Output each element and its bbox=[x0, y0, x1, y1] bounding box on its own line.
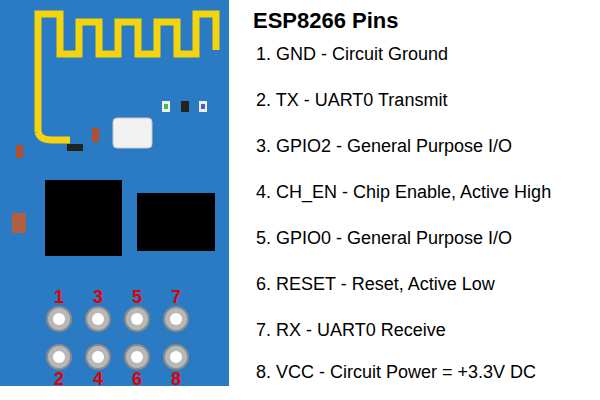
led bbox=[201, 104, 205, 109]
pin-number: 5 bbox=[132, 287, 142, 308]
pin-number: 2 bbox=[54, 369, 64, 390]
led bbox=[199, 101, 207, 112]
resistor bbox=[181, 101, 189, 112]
capacitor bbox=[92, 128, 99, 142]
antenna-trace bbox=[38, 14, 216, 132]
capacitor bbox=[16, 145, 23, 158]
pin-number: 1 bbox=[54, 287, 64, 308]
pin-description: 4. CH_EN - Chip Enable, Active High bbox=[256, 182, 551, 203]
antenna-feed bbox=[38, 132, 70, 140]
crystal bbox=[113, 118, 152, 148]
circuit-board bbox=[0, 0, 229, 386]
pin-description: 1. GND - Circuit Ground bbox=[256, 44, 448, 65]
capacitor bbox=[12, 213, 26, 233]
pin-description: 8. VCC - Circuit Power = +3.3V DC bbox=[256, 362, 536, 383]
pin-number: 8 bbox=[171, 369, 181, 390]
pin-description: 5. GPIO0 - General Purpose I/O bbox=[256, 228, 512, 249]
flash-chip bbox=[45, 180, 122, 256]
pin-description: 7. RX - UART0 Receive bbox=[256, 320, 446, 341]
pin-number: 3 bbox=[93, 287, 103, 308]
pin-description: 2. TX - UART0 Transmit bbox=[256, 90, 447, 111]
diagram-title: ESP8266 Pins bbox=[253, 8, 399, 33]
pin-number: 7 bbox=[171, 287, 181, 308]
pin-number: 6 bbox=[132, 369, 142, 390]
header-pins bbox=[47, 307, 188, 369]
pin-description: 6. RESET - Reset, Active Low bbox=[256, 274, 495, 295]
pin-number: 4 bbox=[93, 369, 103, 390]
esp8266-chip bbox=[137, 193, 215, 251]
led bbox=[162, 101, 170, 112]
led bbox=[164, 104, 168, 109]
pin-description: 3. GPIO2 - General Purpose I/O bbox=[256, 136, 512, 157]
resistor bbox=[67, 144, 83, 151]
